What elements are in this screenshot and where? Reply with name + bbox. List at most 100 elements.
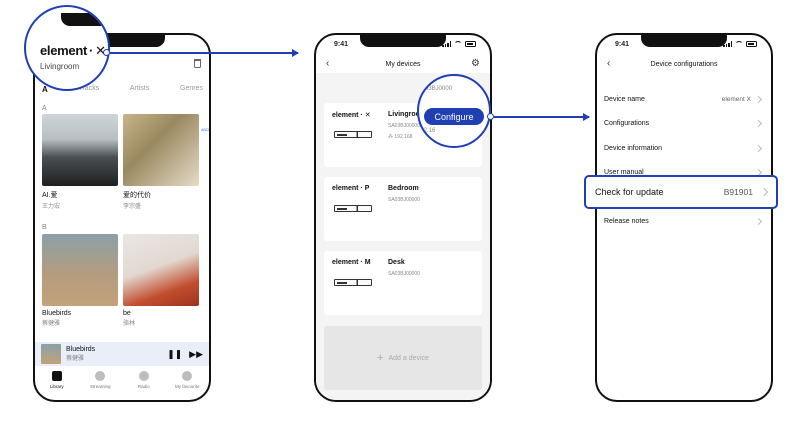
device-image (334, 205, 372, 212)
add-device-label: Add a device (388, 354, 429, 362)
callout-dot (487, 113, 494, 120)
config-row-device-name[interactable]: Device name element X (597, 87, 771, 112)
check-update-label: Check for update (595, 187, 664, 197)
album-card[interactable]: Bluebirds 蔡健雅 (42, 234, 118, 327)
album-cover (42, 114, 118, 186)
battery-icon (746, 41, 757, 47)
config-list: Device name element X Configurations Dev… (597, 87, 771, 234)
device-serial: SA03BJ00000 (388, 271, 420, 277)
nav-streaming[interactable]: Streaming (80, 371, 120, 389)
phone-notch (360, 35, 446, 47)
nav-library[interactable]: Library (37, 371, 77, 389)
config-row-user-manual[interactable]: User manual (597, 161, 771, 186)
album-title: be (123, 310, 131, 317)
mini-player[interactable]: Bluebirds 蔡健雅 ❚❚ ▶▶ (35, 342, 209, 366)
device-logo: element · P (332, 185, 370, 192)
bottom-nav: Library Streaming Radio My favourite (35, 368, 209, 398)
back-icon[interactable]: ‹ (607, 58, 611, 69)
album-card[interactable]: be 骆林 (123, 234, 199, 327)
trash-icon[interactable] (194, 59, 201, 68)
chevron-right-icon (754, 218, 763, 226)
chevron-right-icon (759, 187, 769, 197)
device-logo: element · M (332, 259, 371, 266)
mini-player-cover (41, 344, 61, 364)
alphabet-index[interactable]: ABCDEFGHIJKLMNOPQRSTUVWXYZ# (201, 128, 211, 132)
brand-zoom-callout: element·✕ Livingroom (24, 5, 110, 91)
library-icon (51, 371, 62, 381)
battery-icon (465, 41, 476, 47)
next-icon[interactable]: ▶▶ (189, 348, 203, 359)
album-cover (123, 234, 199, 306)
section-header: A (42, 105, 47, 112)
check-for-update-callout[interactable]: Check for update B91901 (584, 175, 778, 209)
page-title: My devices (385, 61, 421, 68)
pause-icon[interactable]: ❚❚ (167, 348, 183, 359)
config-phone: 9:41 ‹ Device configurations Device name… (595, 33, 773, 402)
album-cover (123, 114, 199, 186)
library-tabs: A Tracks Artists Genres (42, 85, 203, 94)
gear-icon[interactable]: ⚙ (471, 58, 480, 69)
flow-arrow (110, 49, 299, 56)
chevron-right-icon (754, 120, 763, 128)
back-icon[interactable]: ‹ (326, 58, 330, 69)
device-name: Desk (388, 259, 405, 266)
room-magnified: Livingroom (40, 62, 80, 71)
album-title: 爱的代价 (123, 192, 151, 199)
device-image (334, 279, 372, 286)
configure-button[interactable]: Configure (424, 108, 484, 125)
device-serial: SA03BJ00000 (388, 197, 420, 203)
device-card-bedroom[interactable]: element · P Bedroom SA03BJ00000 (324, 177, 482, 241)
album-title: Bluebirds (42, 310, 72, 317)
tab-genres[interactable]: Genres (180, 85, 203, 92)
signal-icon (442, 41, 451, 47)
library-phone: element·✕ Livingroom A Tracks Artists Ge… (33, 33, 211, 402)
device-image (334, 131, 372, 138)
streaming-icon (95, 371, 106, 381)
album-card[interactable]: 爱的代价 李宗盛 (123, 114, 199, 210)
tab-tracks[interactable]: Tracks (78, 85, 100, 92)
wifi-icon (454, 41, 462, 47)
device-ip: ⁂ 192.168 (388, 134, 413, 140)
album-title: AI.爱 (42, 192, 58, 199)
mini-player-artist: 蔡健雅 (66, 356, 85, 362)
chevron-right-icon (754, 144, 763, 152)
device-name: Bedroom (388, 185, 419, 192)
heart-icon (182, 371, 193, 381)
tab-albums[interactable]: A (42, 85, 48, 94)
album-card[interactable]: AI.爱 王力宏 (42, 114, 118, 210)
tab-artists[interactable]: Artists (129, 85, 150, 92)
section-header: B (42, 224, 47, 231)
album-artist: 李宗盛 (123, 204, 142, 210)
status-bar: 9:41 (597, 39, 771, 51)
firmware-version: B91901 (723, 187, 753, 197)
add-device-button[interactable]: + Add a device (324, 326, 482, 390)
wifi-icon (735, 41, 743, 47)
radio-icon (138, 371, 149, 381)
device-list: element · ✕ Livingroom SA03BJ00000 ⁂ 192… (316, 73, 490, 400)
device-serial: SA03BJ00000 (388, 123, 420, 129)
config-row-release-notes[interactable]: Release notes (597, 210, 771, 235)
status-time: 9:41 (615, 41, 630, 48)
album-cover (42, 234, 118, 306)
status-time: 9:41 (334, 41, 349, 48)
device-card-desk[interactable]: element · M Desk SA03BJ00000 (324, 251, 482, 315)
nav-favourite[interactable]: My favourite (167, 371, 207, 389)
config-row-configurations[interactable]: Configurations (597, 112, 771, 137)
signal-icon (723, 41, 732, 47)
plus-icon: + (377, 352, 384, 364)
page-title: Device configurations (650, 61, 718, 68)
mini-player-title: Bluebirds (66, 346, 96, 353)
brand-logo-magnified: element·✕ (40, 43, 106, 58)
device-name: Livingroom (388, 111, 427, 118)
status-bar: 9:41 (316, 39, 490, 51)
album-artist: 蔡健雅 (42, 321, 61, 327)
nav-radio[interactable]: Radio (124, 371, 164, 389)
flow-arrow (494, 113, 590, 120)
chevron-right-icon (754, 95, 763, 103)
callout-dot (103, 49, 110, 56)
device-logo: element · ✕ (332, 112, 371, 119)
config-row-device-information[interactable]: Device information (597, 136, 771, 161)
phone-notch (641, 35, 727, 47)
album-artist: 王力宏 (42, 204, 61, 210)
